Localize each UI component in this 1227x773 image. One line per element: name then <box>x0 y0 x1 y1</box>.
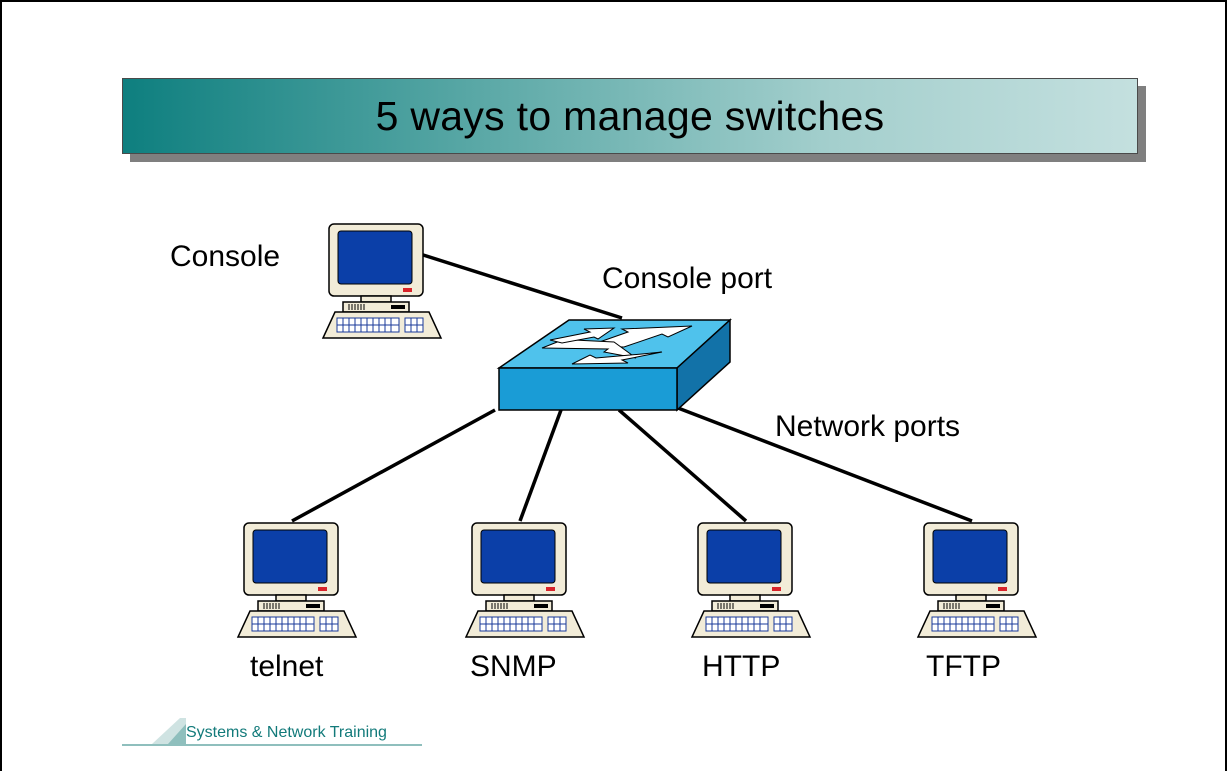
link-snmp <box>518 409 563 522</box>
footer-text: Systems & Network Training <box>186 724 387 741</box>
slide-title: 5 ways to manage switches <box>375 92 885 139</box>
console-cable <box>419 252 623 320</box>
title-banner: 5 ways to manage switches <box>122 78 1138 154</box>
label-tftp: TFTP <box>926 650 1001 683</box>
label-http: HTTP <box>702 650 781 683</box>
link-http <box>617 408 748 523</box>
link-telnet <box>291 408 496 523</box>
label-network-ports: Network ports <box>775 410 961 443</box>
telnet-computer-icon <box>237 522 357 638</box>
training-logo-icon <box>122 718 422 746</box>
snmp-computer-icon <box>465 522 585 638</box>
console-computer-icon <box>322 223 442 339</box>
http-computer-icon <box>691 522 811 638</box>
tftp-computer-icon <box>917 522 1037 638</box>
label-snmp: SNMP <box>470 650 557 683</box>
label-console-port: Console port <box>602 262 773 295</box>
label-telnet: telnet <box>250 650 324 683</box>
connection-lines <box>291 252 973 523</box>
link-tftp <box>677 406 973 523</box>
network-switch-icon <box>496 318 732 412</box>
label-console: Console <box>170 240 281 273</box>
